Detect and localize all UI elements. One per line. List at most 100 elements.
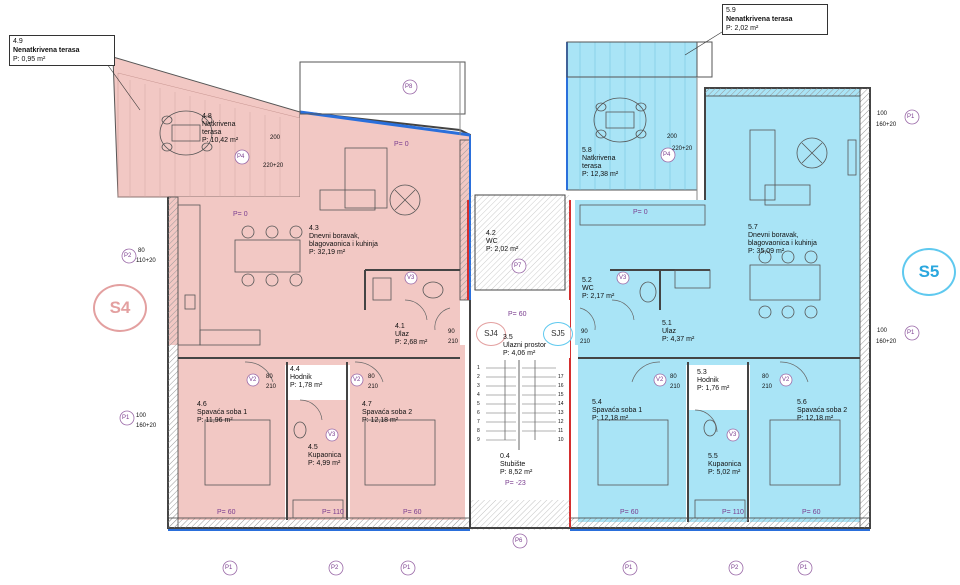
hallway-4-4-floor bbox=[178, 345, 465, 365]
callout-4-9-num: 4.9 bbox=[13, 38, 23, 45]
room-number: 4.7 bbox=[362, 401, 372, 408]
stair-step-number: 5 bbox=[477, 401, 480, 407]
stair-step-number: 8 bbox=[477, 428, 480, 434]
callout-4-9-area: P: 0,95 m² bbox=[13, 56, 46, 63]
room-label-5-6: 5.6 Spavaća soba 2 P: 12,18 m² bbox=[797, 399, 847, 423]
room-label-4-7: 4.7 Spavaća soba 2 P: 12,18 m² bbox=[362, 401, 412, 425]
s5-furniture bbox=[579, 97, 857, 519]
window-tag: P1 bbox=[122, 415, 130, 421]
room-label-3-5: 3.5 Ulazni prostor P: 4,06 m² bbox=[503, 334, 546, 358]
room-number: 0.4 bbox=[500, 453, 510, 460]
corridor-mark-sj5: SJ5 bbox=[543, 322, 573, 346]
room-name: Spavaća soba 2 bbox=[797, 407, 848, 414]
room-number: 5.8 bbox=[582, 147, 592, 154]
room-area: P: 1,76 m² bbox=[697, 385, 730, 392]
callout-4-9-name: Nenatkrivena terasa bbox=[13, 47, 80, 54]
room-label-4-5: 4.5 Kupaonica P: 4,99 m² bbox=[308, 444, 341, 468]
room-label-5-3: 5.3 Hodnik P: 1,76 m² bbox=[697, 369, 729, 393]
room-name: blagovaonica i kuhinja bbox=[309, 241, 378, 248]
window-dim: 220+20 bbox=[263, 163, 284, 169]
room-area: P: 1,78 m² bbox=[290, 382, 323, 389]
corridor-mark-sj4: SJ4 bbox=[476, 322, 506, 346]
window-tag: P2 bbox=[731, 565, 739, 571]
room-name: Spavaća soba 2 bbox=[362, 409, 413, 416]
room-area: P: 12,38 m² bbox=[582, 171, 619, 178]
room-name: Spavaća soba 1 bbox=[592, 407, 643, 414]
window-tag: P2 bbox=[331, 565, 339, 571]
room-number: 5.4 bbox=[592, 399, 602, 406]
sill-height-label: P= 0 bbox=[233, 211, 248, 218]
hallway-5-3-floor bbox=[578, 345, 860, 365]
window-tag: P7 bbox=[514, 263, 522, 269]
window-tag: P1 bbox=[907, 330, 915, 336]
room-label-4-2: 4.2 WC P: 2,02 m² bbox=[486, 230, 518, 254]
door-height: 210 bbox=[580, 339, 591, 345]
window-tag: P2 bbox=[124, 253, 132, 259]
window-dim: 220+20 bbox=[672, 146, 693, 152]
window-tag: P1 bbox=[625, 565, 633, 571]
sill-height-label: P= 110 bbox=[722, 509, 744, 516]
room-name: Ulaz bbox=[395, 331, 410, 338]
sill-height-label: P= 60 bbox=[802, 509, 821, 516]
door-tag: V2 bbox=[782, 377, 790, 383]
room-name: terasa bbox=[202, 129, 222, 136]
door-tag: V2 bbox=[353, 377, 361, 383]
room-area: P: 12,18 m² bbox=[362, 417, 399, 424]
callout-5-9-leader bbox=[684, 31, 723, 56]
sill-height-label: P= 0 bbox=[394, 141, 409, 148]
sill-height-label: P= -23 bbox=[505, 480, 526, 487]
room-number: 4.5 bbox=[308, 444, 318, 451]
room-name: Spavaća soba 1 bbox=[197, 409, 248, 416]
unit-badge-s4: S4 bbox=[93, 284, 147, 332]
door-width: 80 bbox=[762, 374, 769, 380]
stair-step-number: 15 bbox=[558, 392, 564, 398]
apartment-s5 bbox=[467, 41, 871, 531]
room-name: Ulazni prostor bbox=[503, 342, 547, 349]
callout-5-9-name: Nenatkrivena terasa bbox=[726, 16, 793, 23]
sill-height-label: P= 0 bbox=[633, 209, 648, 216]
room-number: 5.7 bbox=[748, 224, 758, 231]
sill-height-label: P= 60 bbox=[403, 509, 422, 516]
room-name: blagovaonica i kuhinja bbox=[748, 240, 817, 247]
terrace-decking-lines bbox=[129, 80, 281, 197]
room-area: P: 4,06 m² bbox=[503, 350, 536, 357]
door-width: 80 bbox=[266, 374, 273, 380]
stair-step-number: 2 bbox=[477, 374, 480, 380]
room-name: Hodnik bbox=[697, 377, 719, 384]
room-label-4-6: 4.6 Spavaća soba 1 P: 11,96 m² bbox=[197, 401, 247, 425]
door-tags bbox=[246, 271, 793, 442]
room-number: 4.6 bbox=[197, 401, 207, 408]
room-name: WC bbox=[486, 238, 498, 245]
unit-badge-s5: S5 bbox=[902, 248, 956, 296]
room-name: Dnevni boravak, bbox=[309, 233, 360, 240]
room-area: P: 2,68 m² bbox=[395, 339, 428, 346]
window-dim: 100 bbox=[877, 328, 888, 334]
door-width: 90 bbox=[448, 329, 455, 335]
window-dim: 110+20 bbox=[136, 258, 156, 264]
room-name: terasa bbox=[582, 163, 602, 170]
door-tag: V3 bbox=[328, 432, 336, 438]
room-number: 3.5 bbox=[503, 334, 513, 341]
common-core bbox=[469, 194, 570, 530]
bedroom-4-7-floor bbox=[350, 362, 465, 520]
room-number: 5.1 bbox=[662, 320, 672, 327]
sill-height-label: P= 110 bbox=[322, 509, 344, 516]
door-tag: V2 bbox=[656, 377, 664, 383]
room-label-5-1: 5.1 Ulaz P: 4,37 m² bbox=[662, 320, 694, 344]
room-label-5-7: 5.7 Dnevni boravak, blagovaonica i kuhin… bbox=[748, 224, 817, 256]
room-area: P: 12,18 m² bbox=[797, 415, 834, 422]
room-name: Ulaz bbox=[662, 328, 677, 335]
door-width: 80 bbox=[670, 374, 677, 380]
room-label-4-3: 4.3 Dnevni boravak, blagovaonica i kuhin… bbox=[309, 225, 378, 257]
room-area: P: 8,52 m² bbox=[500, 469, 533, 476]
apartment-s4 bbox=[112, 56, 471, 531]
room-label-5-5: 5.5 Kupaonica P: 5,02 m² bbox=[708, 453, 741, 477]
callout-terrace-5-9: 5.9 Nenatkrivena terasa P: 2,02 m² bbox=[722, 4, 828, 35]
window-dim: 80 bbox=[138, 248, 145, 254]
room-label-5-2: 5.2 WC P: 2,17 m² bbox=[582, 277, 614, 301]
room-name: Kupaonica bbox=[308, 452, 342, 459]
sill-height-label: P= 60 bbox=[620, 509, 639, 516]
living-5-7-floor bbox=[575, 88, 860, 345]
room-area: P: 4,37 m² bbox=[662, 336, 695, 343]
